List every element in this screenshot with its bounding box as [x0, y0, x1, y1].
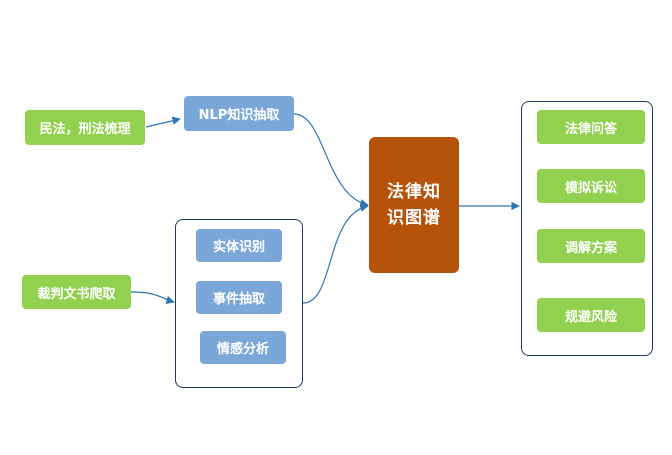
node-civil-criminal-law: 民法，刑法梳理 [25, 110, 145, 145]
node-mock-litigation: 模拟诉讼 [537, 169, 645, 203]
node-sentiment-analysis: 情感分析 [200, 331, 286, 364]
edge-extraction-to-graph [302, 203, 369, 304]
edge-civil-to-nlp [145, 116, 181, 128]
node-risk-avoidance: 规避风险 [537, 298, 645, 332]
edge-crawl-to-extraction [130, 291, 175, 304]
node-entity-recognition: 实体识别 [196, 229, 282, 262]
node-judgment-crawl: 裁判文书爬取 [22, 275, 131, 309]
edge-nlp-to-graph [293, 113, 369, 208]
node-legal-qa: 法律问答 [537, 110, 645, 144]
node-legal-knowledge-graph: 法律知 识图谱 [369, 137, 459, 273]
node-event-extraction: 事件抽取 [196, 281, 282, 314]
graph-label-line1: 法律知 [387, 182, 441, 202]
node-nlp-extraction: NLP知识抽取 [184, 96, 294, 131]
graph-label-line2: 识图谱 [387, 208, 441, 228]
node-mediation-plan: 调解方案 [537, 229, 645, 263]
